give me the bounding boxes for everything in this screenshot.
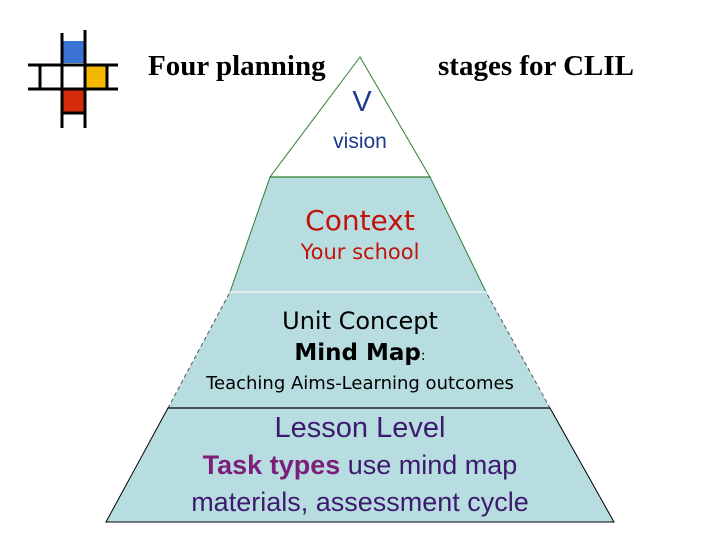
task-types-line: Task types use mind map bbox=[203, 450, 518, 481]
logo-yellow-square bbox=[85, 65, 107, 89]
slide-title-left: Four planning bbox=[148, 50, 326, 82]
mind-map-line: Mind Map: bbox=[294, 340, 425, 366]
grid-logo-icon bbox=[28, 30, 118, 128]
unit-concept-title: Unit Concept bbox=[282, 307, 438, 335]
teaching-aims-label: Teaching Aims-Learning outcomes bbox=[206, 373, 514, 394]
task-types-label: Task types bbox=[202, 450, 341, 480]
mind-map-colon: : bbox=[420, 348, 426, 364]
context-title: Context bbox=[305, 204, 415, 237]
vision-letter: V bbox=[352, 86, 372, 118]
lesson-materials-line: materials, assessment cycle bbox=[191, 487, 529, 517]
mind-map-label: Mind Map bbox=[294, 340, 421, 366]
vision-label: vision bbox=[333, 130, 387, 153]
logo-blue-square bbox=[63, 41, 85, 63]
logo-red-square bbox=[63, 89, 85, 113]
slide-title-right: stages for CLIL bbox=[438, 50, 635, 82]
context-subtitle: Your school bbox=[300, 240, 420, 264]
task-types-rest: use mind map bbox=[340, 450, 518, 480]
lesson-level-title: Lesson Level bbox=[274, 412, 446, 444]
pyramid-tier-vision bbox=[269, 56, 431, 178]
